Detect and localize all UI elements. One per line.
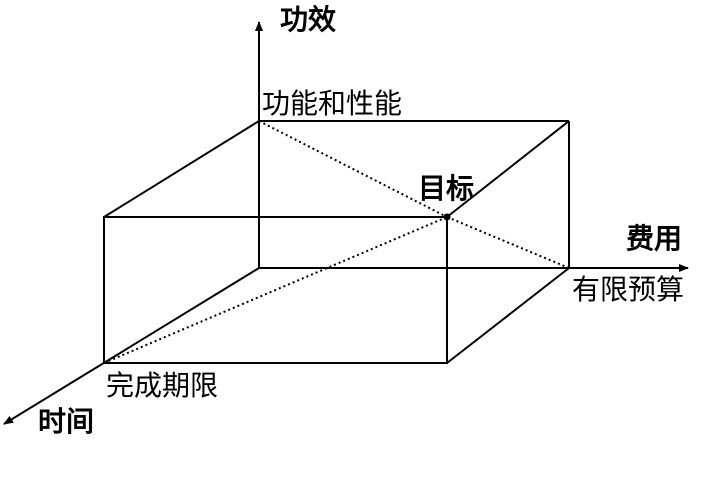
label-function-performance: 功能和性能 — [262, 87, 403, 120]
axis-label-efficacy: 功效 — [280, 3, 337, 36]
axis-label-time: 时间 — [38, 405, 95, 438]
dotted-line-performance-to-target — [258, 120, 448, 218]
dotted-line-budget-to-target — [446, 216, 570, 269]
box-front-face — [103, 216, 448, 364]
label-limited-budget: 有限预算 — [572, 273, 685, 306]
label-completion-deadline: 完成期限 — [106, 369, 219, 402]
box-edge-top-left — [103, 120, 260, 218]
target-point — [443, 213, 451, 221]
box-edge-bottom-right — [446, 267, 570, 364]
time-axis — [3, 267, 260, 425]
label-target: 目标 — [418, 172, 475, 205]
box-edge-top-right — [446, 120, 570, 218]
axis-label-cost: 费用 — [626, 222, 683, 255]
dotted-line-deadline-to-target — [103, 216, 448, 364]
